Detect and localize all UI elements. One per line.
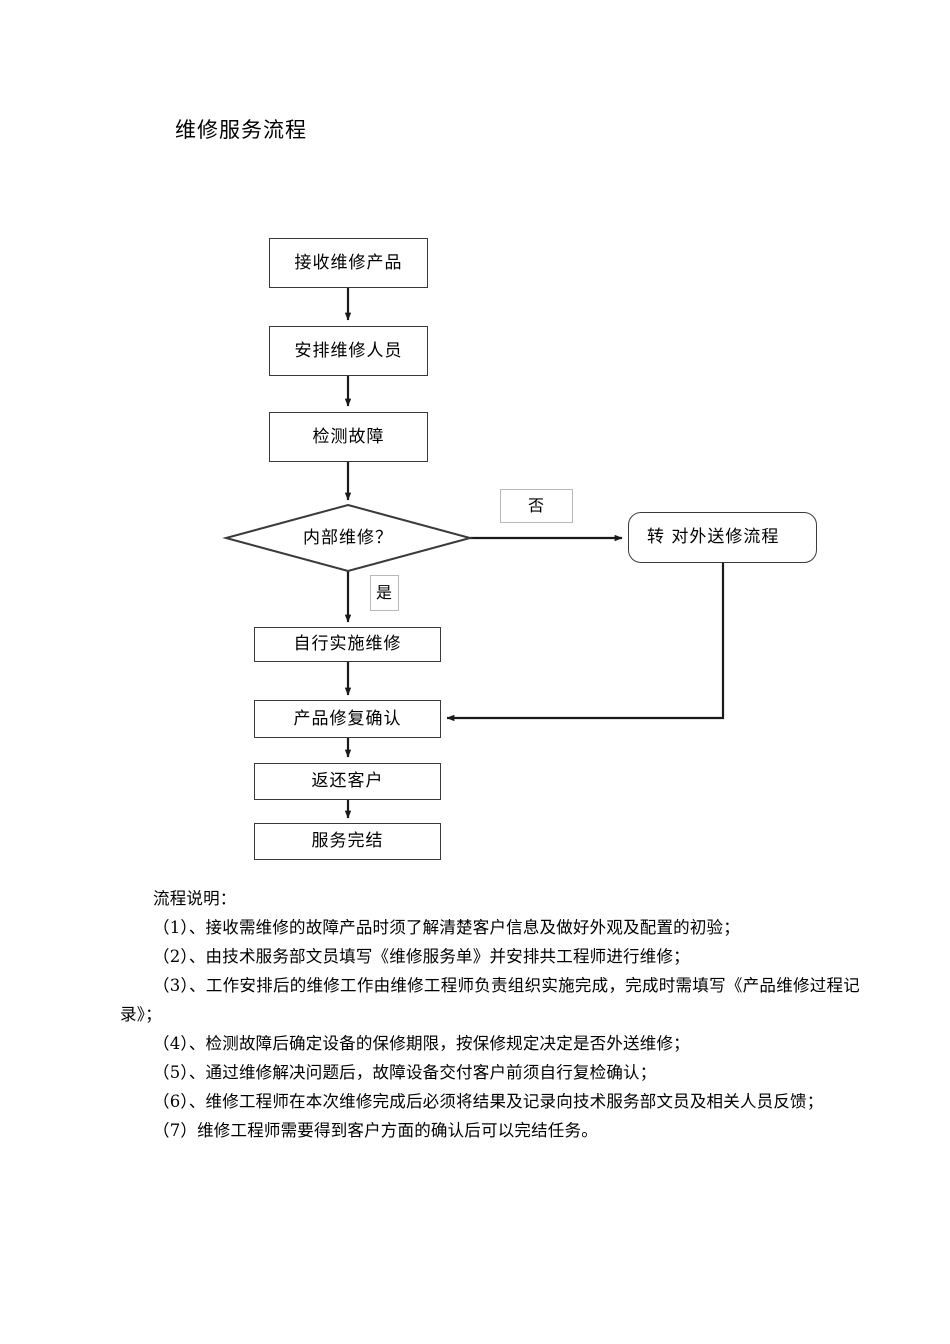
flow-node-external-repair[interactable]: 转 对外送修流程 bbox=[628, 512, 817, 563]
flow-node-service-complete-label: 服务完结 bbox=[311, 831, 384, 851]
flow-node-receive-label: 接收维修产品 bbox=[294, 252, 403, 273]
flow-node-external-repair-label: 转 对外送修流程 bbox=[647, 527, 780, 547]
notes-item-7: （7）维修工程师需要得到客户方面的确认后可以完结任务。 bbox=[153, 1121, 598, 1140]
flow-node-assign[interactable]: 安排维修人员 bbox=[269, 326, 428, 376]
flow-node-self-repair[interactable]: 自行实施维修 bbox=[254, 627, 441, 662]
notes-item-2: （2）、由技术服务部文员填写《维修服务单》并安排共工程师进行维修； bbox=[153, 947, 690, 966]
page-title: 维修服务流程 bbox=[175, 118, 307, 142]
process-notes: 流程说明： （1）、接收需维修的故障产品时须了解清楚客户信息及做好外观及配置的初… bbox=[120, 884, 860, 1145]
flow-node-receive[interactable]: 接收维修产品 bbox=[269, 238, 428, 288]
notes-item-4: （4）、检测故障后确定设备的保修期限，按保修规定决定是否外送维修； bbox=[153, 1034, 690, 1053]
flow-node-return-to-customer[interactable]: 返还客户 bbox=[254, 763, 441, 800]
edge-label-no-text: 否 bbox=[527, 496, 545, 515]
flow-node-decision-label: 内部维修？ bbox=[303, 527, 393, 548]
notes-item-3: （3）、工作安排后的维修工作由维修工程师负责组织实施完成，完成时需填写《产品维修… bbox=[120, 976, 860, 1024]
edge-label-yes-text: 是 bbox=[375, 583, 393, 602]
flow-node-assign-label: 安排维修人员 bbox=[294, 340, 403, 361]
flowchart-connectors bbox=[222, 288, 725, 819]
flow-node-diagnose[interactable]: 检测故障 bbox=[269, 412, 428, 462]
decision-diamond-shape bbox=[222, 503, 474, 573]
notes-heading: 流程说明： bbox=[153, 889, 237, 908]
flow-node-self-repair-label: 自行实施维修 bbox=[293, 634, 402, 654]
repair-service-flowchart: 接收维修产品 安排维修人员 检测故障 内部维修？ 否 是 转 对外送修流程 自行… bbox=[222, 238, 817, 860]
notes-item-5: （5）、通过维修解决问题后，故障设备交付客户前须自行复检确认； bbox=[153, 1063, 657, 1082]
flow-node-decision[interactable]: 内部维修？ bbox=[268, 522, 428, 554]
flow-node-return-to-customer-label: 返还客户 bbox=[311, 771, 384, 791]
notes-item-6: （6）、维修工程师在本次维修完成后必须将结果及记录向技术服务部文员及相关人员反馈… bbox=[153, 1092, 824, 1111]
notes-item-1: （1）、接收需维修的故障产品时须了解清楚客户信息及做好外观及配置的初验； bbox=[153, 918, 740, 937]
flow-node-diagnose-label: 检测故障 bbox=[312, 426, 385, 447]
edge-label-yes: 是 bbox=[370, 575, 399, 611]
flow-node-service-complete[interactable]: 服务完结 bbox=[254, 823, 441, 860]
flow-node-confirm-repair-label: 产品修复确认 bbox=[293, 708, 402, 729]
flow-node-confirm-repair[interactable]: 产品修复确认 bbox=[254, 700, 441, 738]
edge-label-no: 否 bbox=[500, 489, 573, 523]
